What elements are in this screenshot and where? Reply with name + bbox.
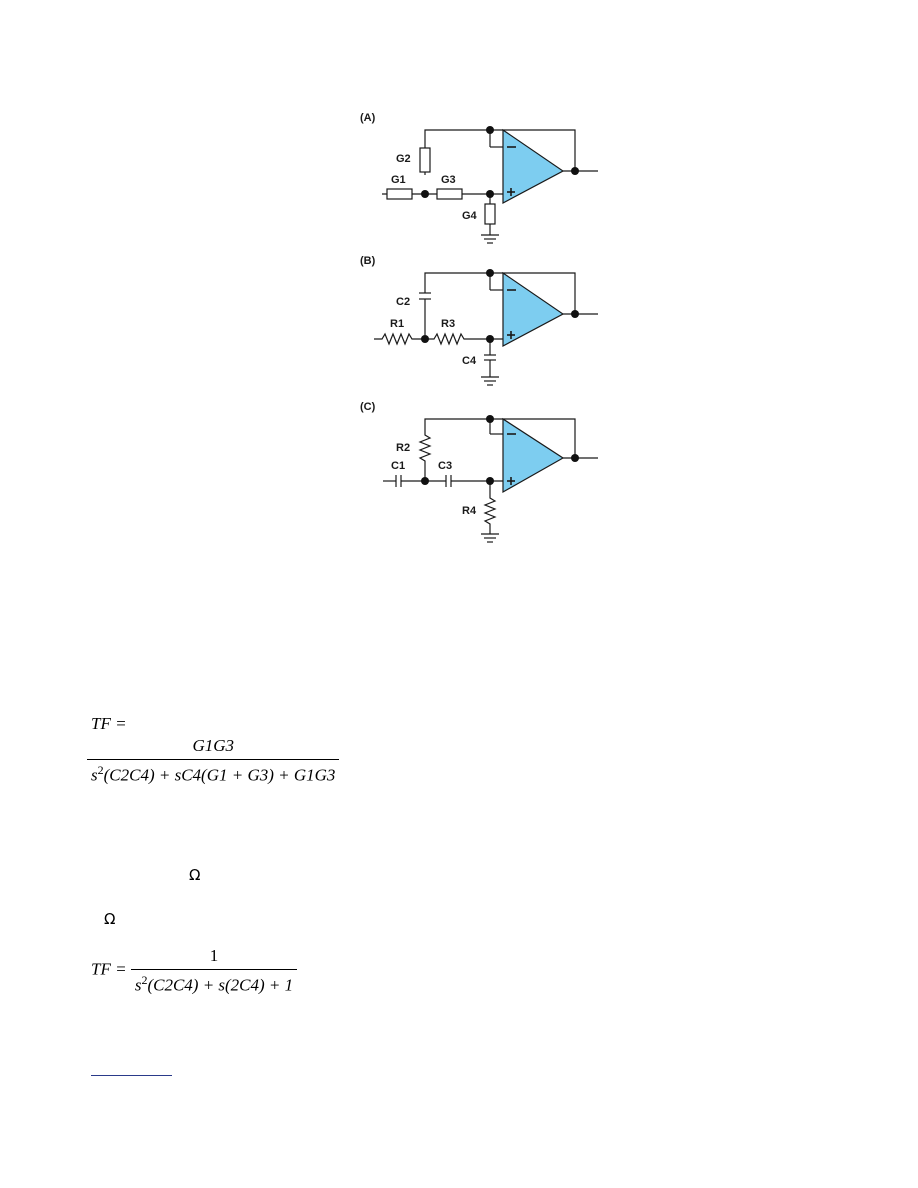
node-dot xyxy=(486,415,494,423)
label-c4: C4 xyxy=(462,355,477,367)
label-r4: R4 xyxy=(462,505,477,517)
resistor-g1 xyxy=(386,188,413,200)
panel-label-a: (A) xyxy=(360,112,376,124)
resistor-r3 xyxy=(425,332,503,346)
label-r2: R2 xyxy=(396,442,410,454)
node-dot xyxy=(421,335,429,343)
ground-icon xyxy=(481,533,499,543)
opamp-c xyxy=(502,417,565,494)
node-dot xyxy=(571,454,579,462)
resistor-g3 xyxy=(436,188,463,200)
circuit-diagram: (A) G2 G1 G3 G4 (B) xyxy=(360,112,598,543)
node-dot xyxy=(486,477,494,485)
panel-c: (C) R2 C1 C3 R4 xyxy=(360,401,598,543)
node-dot xyxy=(486,190,494,198)
resistor-g4 xyxy=(484,203,496,225)
panel-label-c: (C) xyxy=(360,401,376,413)
node-dot xyxy=(571,167,579,175)
opamp-a xyxy=(502,128,565,204)
ground-icon xyxy=(481,376,499,386)
node-dot xyxy=(486,269,494,277)
panel-a: (A) G2 G1 G3 G4 xyxy=(360,112,598,244)
label-c3: C3 xyxy=(438,460,452,472)
hyperlink-underline[interactable] xyxy=(91,1075,172,1076)
node-dot xyxy=(571,310,579,318)
label-c1: C1 xyxy=(391,460,405,472)
equation-2-lhs: TF = xyxy=(91,959,127,979)
node-dot xyxy=(421,190,429,198)
resistor-g2 xyxy=(419,147,431,173)
equation-1-denominator: s2(C2C4) + sC4(G1 + G3) + G1G3 xyxy=(87,759,340,786)
label-g4: G4 xyxy=(462,210,478,222)
label-g2: G2 xyxy=(396,153,411,165)
equation-1-lhs: TF = xyxy=(91,714,127,733)
resistor-r2 xyxy=(418,418,576,481)
ground-icon xyxy=(481,234,499,244)
resistor-r1 xyxy=(374,332,425,346)
node-dot xyxy=(421,477,429,485)
equation-2-denominator: s2(C2C4) + s(2C4) + 1 xyxy=(130,969,298,996)
opamp-b xyxy=(502,271,565,347)
node-dot xyxy=(486,126,494,134)
label-r1: R1 xyxy=(390,318,404,330)
label-r3: R3 xyxy=(441,318,455,330)
equation-2: TF = 1 s2(C2C4) + s(2C4) + 1 xyxy=(91,946,298,996)
node-dot xyxy=(486,335,494,343)
resistor-r4 xyxy=(483,481,497,534)
equation-1-fraction: G1G3 s2(C2C4) + sC4(G1 + G3) + G1G3 xyxy=(87,736,340,786)
label-c2: C2 xyxy=(396,296,410,308)
active-filter-circuit-figure: (A) G2 G1 G3 G4 (B) xyxy=(340,100,610,560)
feedback-wire-b xyxy=(424,272,576,335)
omega-symbol-1: Ω xyxy=(189,866,201,884)
label-g3: G3 xyxy=(441,174,456,186)
panel-b: (B) C2 R1 R3 C4 xyxy=(360,255,598,386)
equation-1-numerator: G1G3 xyxy=(192,736,234,755)
equation-2-numerator: 1 xyxy=(209,946,219,965)
panel-label-b: (B) xyxy=(360,255,376,267)
label-g1: G1 xyxy=(391,174,406,186)
omega-symbol-2: Ω xyxy=(104,910,116,928)
